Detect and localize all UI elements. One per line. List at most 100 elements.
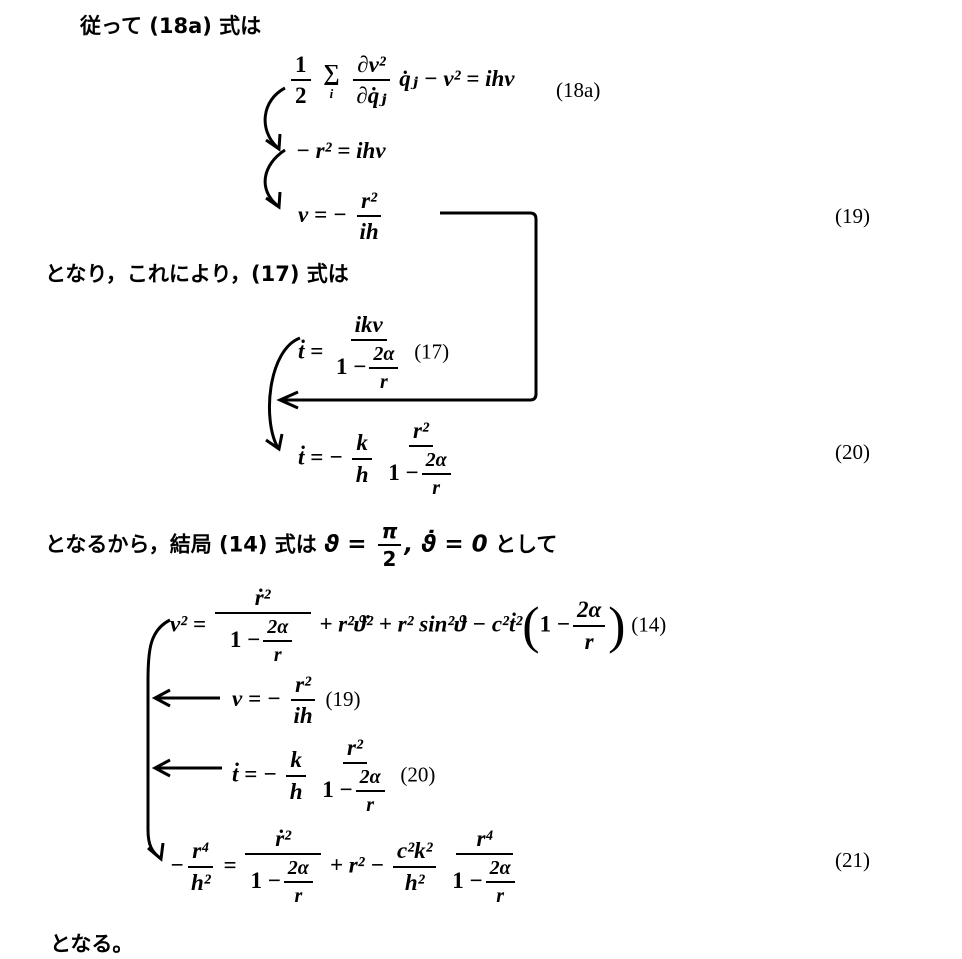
paren-close: ): [608, 597, 626, 655]
intro-18a-text: 従って (18a) 式は: [80, 14, 262, 38]
middle-terms: + r² −: [329, 852, 385, 878]
equation-label-14: (14): [631, 612, 667, 637]
equation-label-19: (19): [325, 687, 361, 712]
denominator: ih: [293, 703, 313, 729]
numerator: ṙ²: [214, 585, 311, 615]
arrowhead: [276, 390, 299, 410]
equation-label-20: (20): [835, 440, 870, 464]
connector-19-to-20: [282, 211, 538, 402]
lhs: v = −: [232, 686, 281, 712]
equation-label-21: (21): [835, 848, 870, 872]
arrowhead: [151, 688, 171, 708]
equation-rest: q̇ⱼ − v² = ihv: [399, 66, 515, 92]
numerator: k: [352, 430, 372, 460]
numerator: r²: [409, 418, 433, 448]
one-minus: 1 −: [322, 777, 353, 803]
middle-terms: + r²ϑ̇² + r² sin²ϑ − c²ṫ²: [319, 611, 523, 637]
lhs: ṫ = −: [232, 761, 277, 787]
lhs: ṫ =: [298, 338, 324, 364]
denominator: ih: [359, 219, 379, 245]
equation-label-19: (19): [835, 204, 870, 228]
lhs: ṫ = −: [298, 444, 343, 470]
curved-arrow-mid-to-19: [263, 148, 286, 208]
equation-label-20: (20): [400, 762, 436, 787]
curved-arrow-18a-to-mid: [263, 86, 286, 150]
denominator: 2: [295, 83, 307, 109]
lhs: v² =: [170, 611, 206, 637]
denominator: h²: [190, 869, 211, 895]
numerator: r²: [357, 188, 382, 218]
equation-label-17: (17): [414, 339, 450, 364]
one-minus: 1 −: [452, 868, 483, 894]
denominator: h: [289, 778, 303, 804]
numerator: 2α: [369, 343, 399, 370]
numerator: 2α: [355, 766, 385, 793]
denominator: r: [273, 644, 282, 667]
denominator: h: [355, 461, 369, 487]
intro-14-text: となるから，結局 (14) 式は: [45, 532, 317, 557]
denominator: r: [380, 371, 388, 394]
sum-symbol: ∑: [323, 59, 340, 85]
bracket-14-to-21: [146, 618, 171, 860]
numerator: ṙ²: [245, 826, 322, 856]
denominator: h²: [404, 869, 425, 895]
numerator: r⁴: [188, 838, 214, 868]
denominator: r: [366, 794, 375, 817]
one-minus: 1 −: [336, 354, 367, 380]
one-minus: 1 −: [539, 611, 570, 637]
numerator: r²: [343, 735, 367, 765]
numerator: ikv: [350, 312, 387, 342]
minus-sign: −: [170, 852, 184, 878]
denominator: 2: [382, 547, 397, 571]
one-minus: 1 −: [229, 627, 261, 653]
arrowhead: [151, 758, 171, 778]
numerator: 2α: [572, 597, 606, 627]
denominator: r: [294, 885, 303, 908]
paren-open: (: [522, 597, 540, 655]
arrowhead: [265, 433, 284, 452]
numerator: π: [377, 520, 402, 546]
curved-arrow-17-to-20: [267, 336, 301, 449]
numerator: 2α: [263, 616, 293, 643]
denominator: r: [584, 628, 594, 654]
one-minus: 1 −: [250, 868, 281, 894]
numerator: 1: [291, 52, 311, 82]
denominator: ∂q̇ⱼ: [356, 83, 387, 109]
numerator: r²: [291, 672, 316, 702]
numerator: c²k²: [392, 838, 437, 868]
equation-label-18a: (18a): [556, 78, 601, 102]
numerator: 2α: [421, 449, 451, 476]
condition-suffix: として: [494, 532, 558, 557]
outro-text: となる。: [50, 932, 134, 956]
